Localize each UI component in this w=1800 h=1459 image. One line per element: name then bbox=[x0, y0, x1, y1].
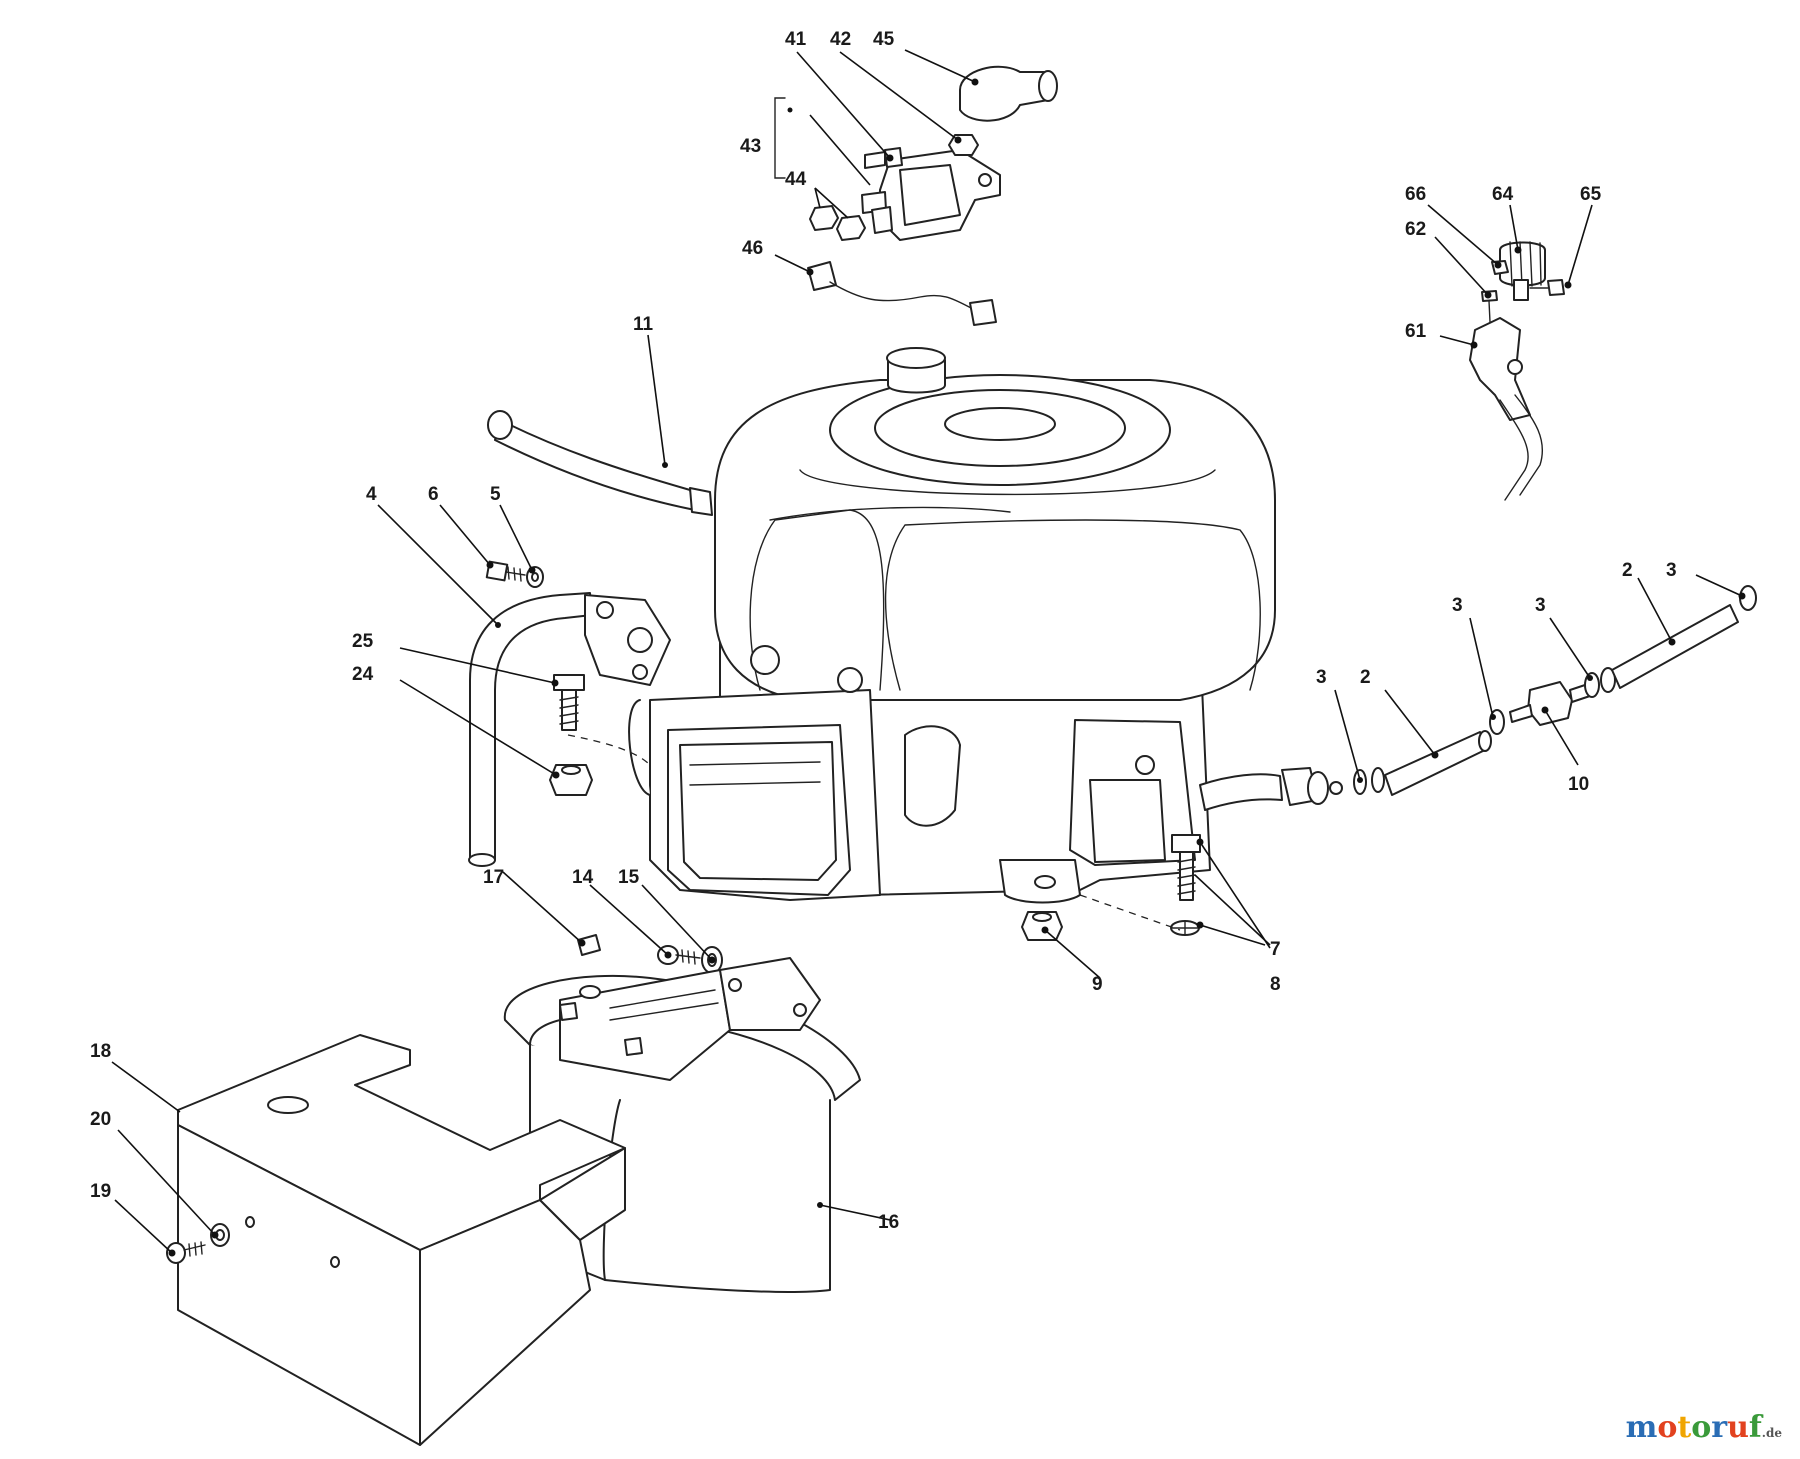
throttle-control bbox=[1469, 317, 1544, 501]
callout-25: 25 bbox=[352, 631, 374, 652]
callout-3-b: 3 bbox=[1452, 595, 1463, 616]
callout-4: 4 bbox=[366, 484, 377, 505]
leader-lines bbox=[111, 49, 1746, 1257]
leader-8-dash bbox=[1079, 894, 1181, 931]
callout-41: 41 bbox=[785, 29, 807, 50]
nut-9 bbox=[1021, 911, 1063, 941]
callout-15: 15 bbox=[618, 867, 640, 888]
callout-10: 10 bbox=[1568, 774, 1589, 795]
callout-64: 64 bbox=[1492, 184, 1514, 205]
callout-16: 16 bbox=[878, 1212, 899, 1233]
wire-46 bbox=[807, 261, 997, 326]
bolt-25 bbox=[553, 674, 585, 731]
washer-8 bbox=[1170, 920, 1200, 936]
fuel-line bbox=[1353, 585, 1757, 796]
nuts-44 bbox=[809, 205, 866, 241]
callout-66: 66 bbox=[1405, 184, 1426, 205]
callout-24: 24 bbox=[352, 664, 374, 685]
callout-3-c: 3 bbox=[1535, 595, 1546, 616]
callout-42: 42 bbox=[830, 29, 851, 50]
watermark-letter: m bbox=[1625, 1410, 1658, 1445]
callout-11: 11 bbox=[633, 314, 654, 335]
nut-24 bbox=[549, 764, 593, 796]
callout-43: 43 bbox=[740, 136, 761, 157]
screw-65 bbox=[1529, 279, 1565, 296]
watermark-letter: r bbox=[1711, 1410, 1728, 1445]
callout-2-a: 2 bbox=[1360, 667, 1371, 688]
watermark-letter: o bbox=[1691, 1410, 1712, 1445]
callout-6: 6 bbox=[428, 484, 439, 505]
callout-19: 19 bbox=[90, 1181, 111, 1202]
callout-17: 17 bbox=[483, 867, 504, 888]
callout-3-a: 3 bbox=[1316, 667, 1327, 688]
boot-45 bbox=[959, 65, 1058, 122]
watermark-logo: motoruf.de bbox=[1626, 1410, 1782, 1445]
callout-9: 9 bbox=[1092, 974, 1103, 995]
solenoid-assembly bbox=[861, 149, 1001, 241]
callout-labels: 41 42 45 43 44 46 11 66 64 65 62 61 4 6 … bbox=[90, 29, 1677, 1233]
callout-3-d: 3 bbox=[1666, 560, 1677, 581]
bracket-43 bbox=[774, 97, 786, 179]
bolt-19 bbox=[166, 1241, 206, 1264]
bolt-14 bbox=[657, 945, 701, 965]
callout-62: 62 bbox=[1405, 219, 1426, 240]
bolt-7 bbox=[1171, 834, 1201, 901]
bracket-16 bbox=[503, 957, 861, 1293]
callout-65: 65 bbox=[1580, 184, 1602, 205]
callout-5: 5 bbox=[490, 484, 501, 505]
watermark-letter: u bbox=[1727, 1410, 1749, 1445]
engine bbox=[628, 347, 1343, 904]
watermark-text: motoruf bbox=[1626, 1410, 1762, 1445]
watermark-letter: t bbox=[1677, 1410, 1692, 1445]
callout-2-b: 2 bbox=[1622, 560, 1633, 581]
spring-64 bbox=[1499, 241, 1546, 301]
watermark-suffix: .de bbox=[1761, 1426, 1782, 1440]
hose-11 bbox=[487, 410, 713, 516]
cover-18 bbox=[177, 1034, 626, 1446]
callout-45: 45 bbox=[873, 29, 895, 50]
callout-20: 20 bbox=[90, 1109, 111, 1130]
callout-46: 46 bbox=[742, 238, 763, 259]
nut-42 bbox=[948, 134, 979, 156]
callout-7: 7 bbox=[1270, 939, 1281, 960]
watermark-letter: o bbox=[1657, 1410, 1678, 1445]
callout-14: 14 bbox=[572, 867, 594, 888]
callout-61: 61 bbox=[1405, 321, 1427, 342]
exhaust-pipe-4 bbox=[468, 592, 671, 867]
watermark-letter: f bbox=[1748, 1410, 1762, 1445]
leader-25-dash bbox=[567, 734, 651, 766]
bolt-41 bbox=[884, 147, 903, 168]
callout-8: 8 bbox=[1270, 974, 1281, 995]
callout-44: 44 bbox=[785, 169, 807, 190]
callout-18: 18 bbox=[90, 1041, 111, 1062]
